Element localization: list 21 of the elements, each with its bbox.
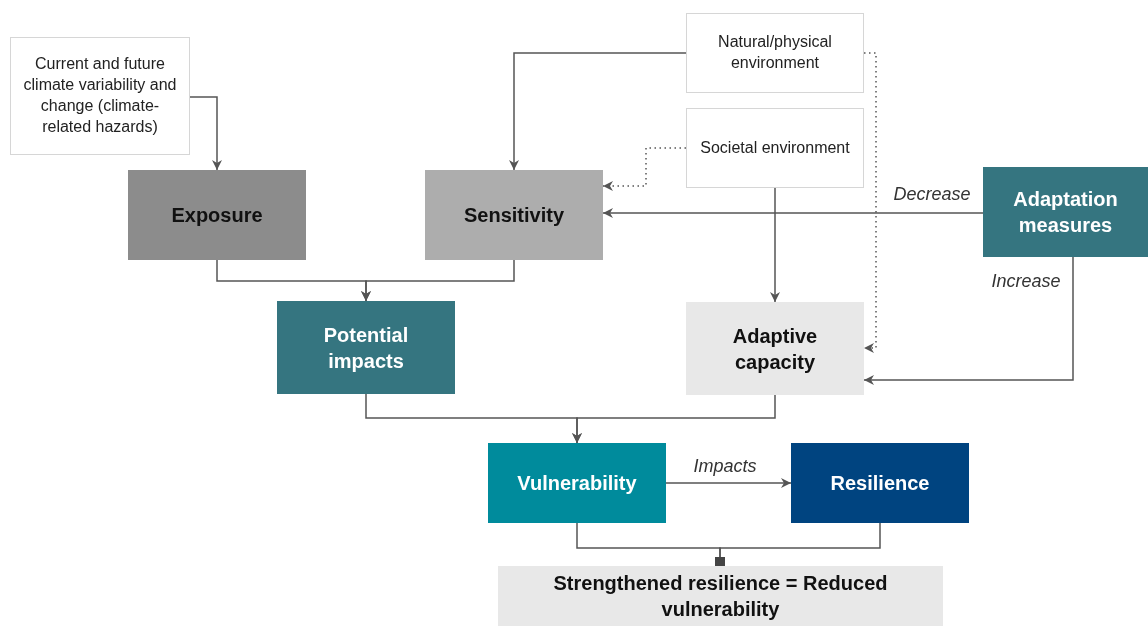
process-box: Adaptive capacity [686, 302, 864, 395]
process-box: Exposure [128, 170, 306, 260]
arrow [189, 96, 222, 171]
result-box: Strengthened resilience = Reduced vulnerability [498, 566, 943, 626]
arrow [509, 52, 687, 171]
dotted-arrow [863, 52, 877, 353]
process-box: Vulnerability [488, 443, 666, 523]
arrow [770, 187, 780, 303]
process-box: Adaptation measures [983, 167, 1148, 257]
arrow [665, 478, 792, 488]
input-box: Societal environment [686, 108, 864, 188]
arrow [863, 256, 1074, 385]
input-box: Natural/physical environment [686, 13, 864, 93]
input-box: Current and future climate variability and change (climate-related hazards) [10, 37, 190, 155]
arrow [602, 208, 984, 218]
dotted-arrow [602, 147, 687, 191]
arrow [572, 394, 776, 444]
process-box: Sensitivity [425, 170, 603, 260]
process-box: Potential impacts [277, 301, 455, 394]
arrow [361, 259, 515, 302]
process-box: Resilience [791, 443, 969, 523]
